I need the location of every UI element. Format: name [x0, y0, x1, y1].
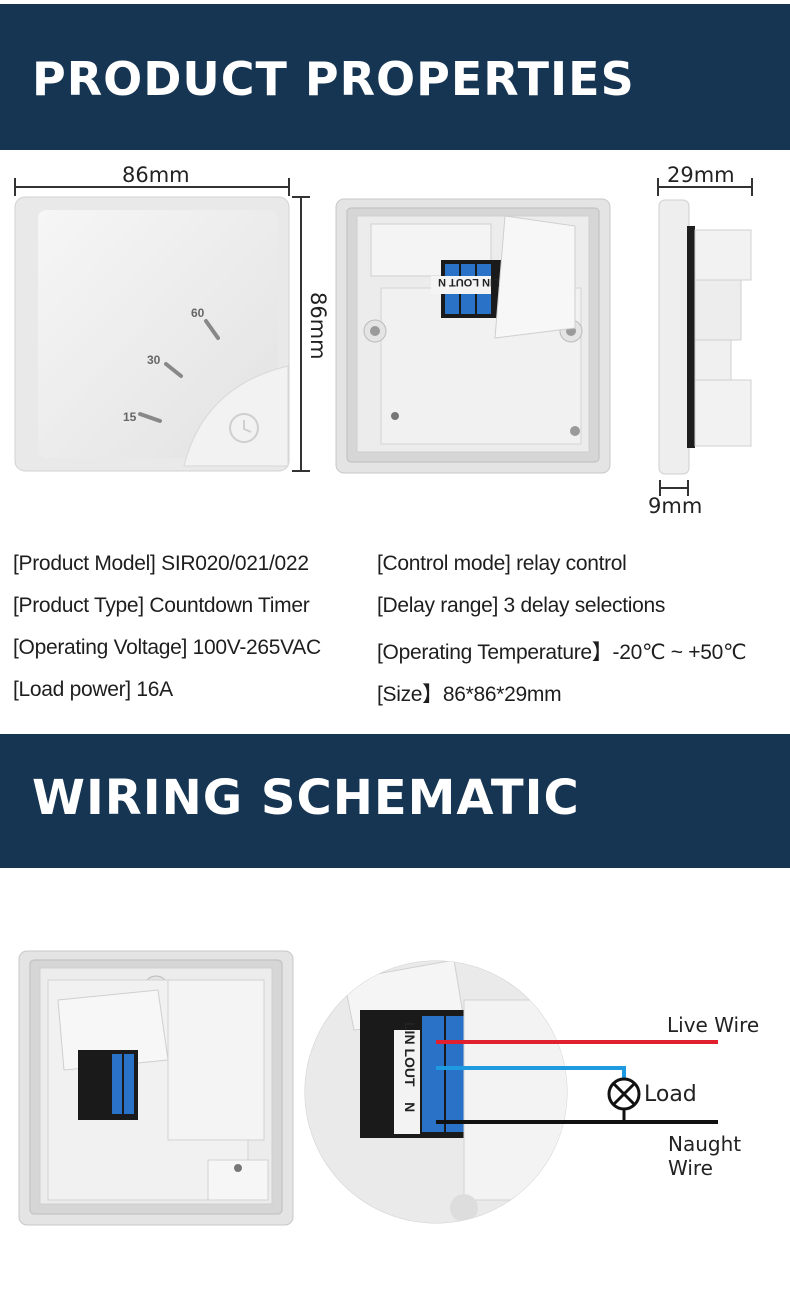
depth-dimension-line — [657, 186, 753, 188]
spec-product-type: [Product Type] Countdown Timer — [13, 594, 310, 617]
width-dimension-tick-right — [288, 178, 290, 196]
height-dimension-tick-top — [292, 196, 310, 198]
live-wire-label: Live Wire — [667, 1013, 760, 1037]
base-dimension-tick-right — [687, 480, 689, 496]
wiring-banner: WIRING SCHEMATIC — [0, 734, 790, 868]
depth-dimension-tick-right — [751, 178, 753, 196]
width-dimension-tick-left — [14, 178, 16, 196]
spec-load-power: [Load power] 16A — [13, 678, 173, 701]
back-view — [335, 198, 611, 474]
properties-title: PRODUCT PROPERTIES — [32, 52, 635, 106]
spec-operating-temperature: [Operating Temperature】-20℃ ~ +50℃ — [377, 641, 747, 664]
depth-dimension-tick-left — [657, 178, 659, 196]
neutral-wire-label: Naught Wire — [668, 1132, 742, 1180]
height-dimension-line — [300, 196, 302, 472]
load-wire-line — [436, 1066, 626, 1080]
wiring-title: WIRING SCHEMATIC — [32, 770, 580, 826]
width-dimension-line — [14, 186, 290, 188]
spec-size: [Size】86*86*29mm — [377, 683, 562, 706]
width-dimension-label: 86mm — [122, 163, 190, 187]
dial-mark-30: 30 — [147, 353, 161, 367]
depth-dimension-label: 29mm — [667, 163, 735, 187]
spec-control-mode: [Control mode] relay control — [377, 552, 627, 575]
front-view — [14, 196, 290, 472]
base-dimension-tick-left — [659, 480, 661, 496]
height-dimension-tick-bottom — [292, 470, 310, 472]
spec-operating-voltage: [Operating Voltage] 100V-265VAC — [13, 636, 321, 659]
wiring-zoom-circle — [304, 960, 568, 1224]
base-dimension-line — [659, 487, 689, 489]
base-dimension-label: 9mm — [648, 494, 703, 518]
dial-mark-15: 15 — [123, 410, 137, 424]
load-label: Load — [644, 1082, 697, 1107]
properties-banner: PRODUCT PROPERTIES — [0, 4, 790, 150]
wiring-back-view — [18, 950, 294, 1226]
side-view — [658, 199, 752, 475]
dial-mark-60: 60 — [191, 306, 205, 320]
spec-delay-range: [Delay range] 3 delay selections — [377, 594, 666, 617]
spec-product-model: [Product Model] SIR020/021/022 — [13, 552, 309, 575]
